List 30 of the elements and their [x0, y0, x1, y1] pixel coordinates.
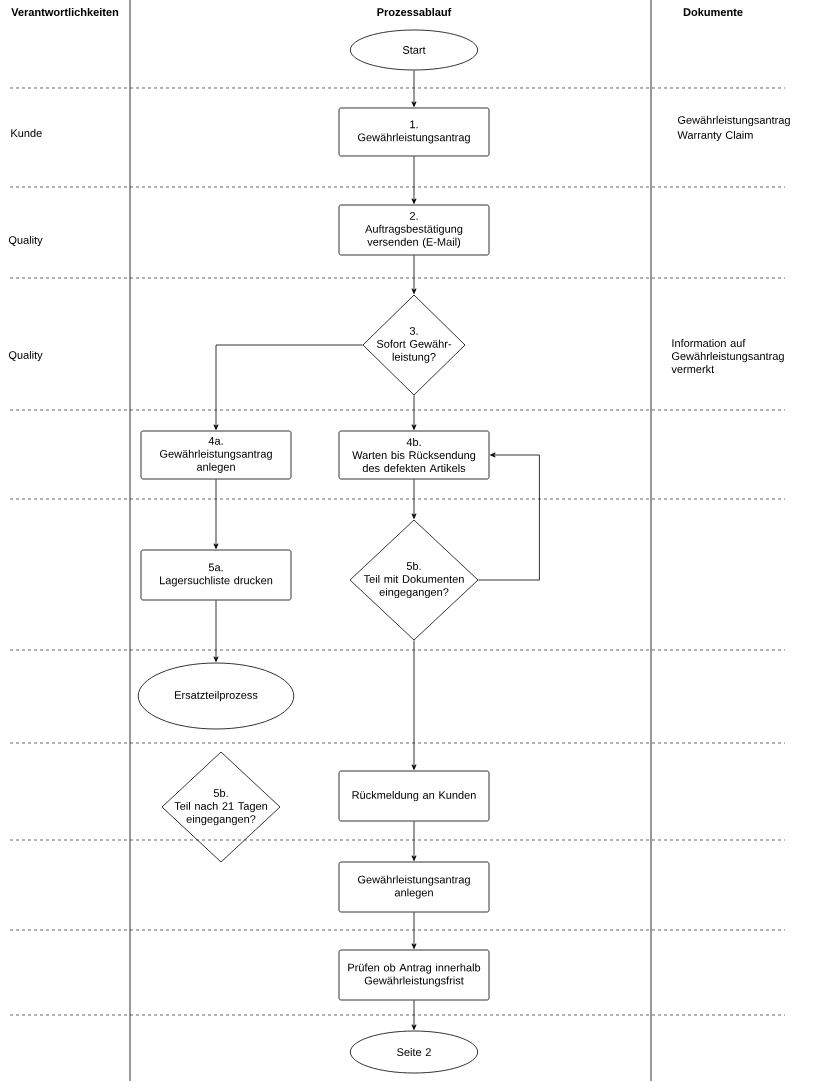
- document-label: Gewährleistungsantrag: [677, 115, 790, 127]
- document-label: Warranty Claim: [677, 130, 753, 142]
- arrow: [411, 640, 417, 770]
- process-box: 5a. Lagersuchliste drucken: [140, 549, 292, 601]
- arrow: [411, 70, 417, 107]
- arrow: [411, 479, 417, 519]
- process-box: Rückmeldung an Kunden: [338, 770, 490, 822]
- column-heading: Prozessablauf: [377, 7, 452, 17]
- arrow: [411, 255, 417, 294]
- process-box: Prüfen ob Antrag innerhalb Gewährleistungsfrist: [338, 949, 490, 1001]
- process-box: Gewährleistungsantrag anlegen: [338, 861, 490, 913]
- column-heading: Dokumente: [683, 7, 743, 17]
- column-heading: Verantwortlichkeiten: [11, 7, 119, 17]
- document-note: Information auf Gewährleistungsantrag vermerkt: [671, 338, 784, 374]
- process-box: 1. Gewährleistungsantrag: [338, 107, 490, 157]
- process-box: 4b. Warten bis Rücksendung des defekten Artikels: [338, 430, 490, 480]
- arrow: [411, 395, 417, 430]
- role-label: Quality: [8, 350, 43, 362]
- arrow: [411, 1000, 417, 1030]
- process-box: 2. Auftragsbestätigung versenden (E-Mail): [338, 204, 490, 256]
- arrow: [411, 156, 417, 204]
- role-label: Quality: [8, 235, 43, 247]
- arrow: [478, 452, 540, 581]
- arrow: [213, 479, 219, 549]
- role-label: Kunde: [11, 128, 42, 138]
- process-box: 4a. Gewährleistungsantrag anlegen: [140, 430, 292, 480]
- arrow: [411, 912, 417, 949]
- arrow: [213, 344, 363, 430]
- arrow: [213, 600, 219, 662]
- arrow: [411, 821, 417, 861]
